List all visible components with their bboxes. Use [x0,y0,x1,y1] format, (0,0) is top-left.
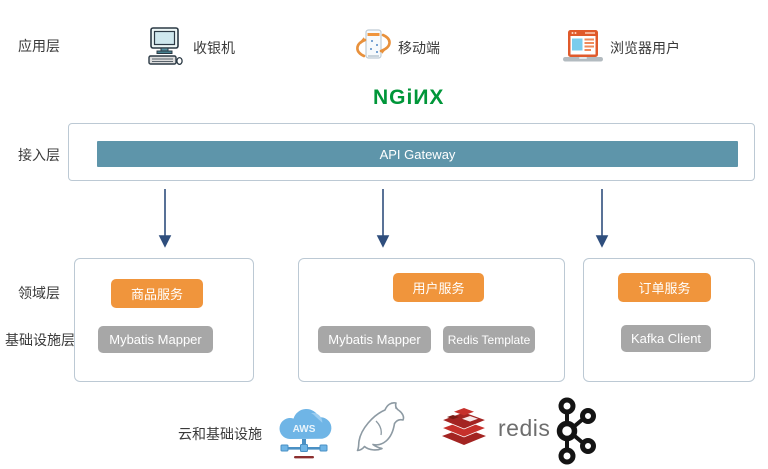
infra-layer-label: 基础设施层 [5,332,75,348]
kafka-logo-icon [551,397,599,469]
mysql-dolphin-icon [352,399,412,464]
component-redis-template: Redis Template [443,326,535,353]
service-box-user: 用户服务 Mybatis Mapper Redis Template [298,258,565,382]
gateway-to-services-arrows [158,189,609,248]
api-gateway-bar: API Gateway [97,141,738,167]
app-layer-label: 应用层 [18,38,60,54]
service-box-order: 订单服务 Kafka Client [583,258,755,382]
service-badge-user: 用户服务 [393,273,484,302]
domain-layer-label: 领域层 [18,285,60,301]
service-box-product: 商品服务 Mybatis Mapper [74,258,254,382]
component-mybatis-mapper: Mybatis Mapper [318,326,431,353]
app-item-cash-register-label: 收银机 [193,40,235,56]
cash-register-icon [146,26,184,71]
access-layer-label: 接入层 [18,147,60,163]
component-mybatis-mapper: Mybatis Mapper [98,326,213,353]
app-item-mobile-label: 移动端 [398,40,440,56]
cloud-layer-label: 云和基础设施 [178,426,262,442]
redis-cubes-icon [440,408,488,445]
redis-logo: redis [440,406,550,450]
redis-wordmark: redis [498,414,551,441]
component-kafka-client: Kafka Client [621,325,711,352]
nginx-logo: NGiИX [373,86,445,109]
app-item-browser-user-label: 浏览器用户 [610,40,680,56]
browser-user-icon [562,29,604,69]
aws-cloud-icon: AWS [276,401,334,468]
aws-text: AWS [293,424,316,435]
service-badge-order: 订单服务 [618,273,711,302]
service-badge-product: 商品服务 [111,279,203,308]
mobile-icon [352,25,394,72]
